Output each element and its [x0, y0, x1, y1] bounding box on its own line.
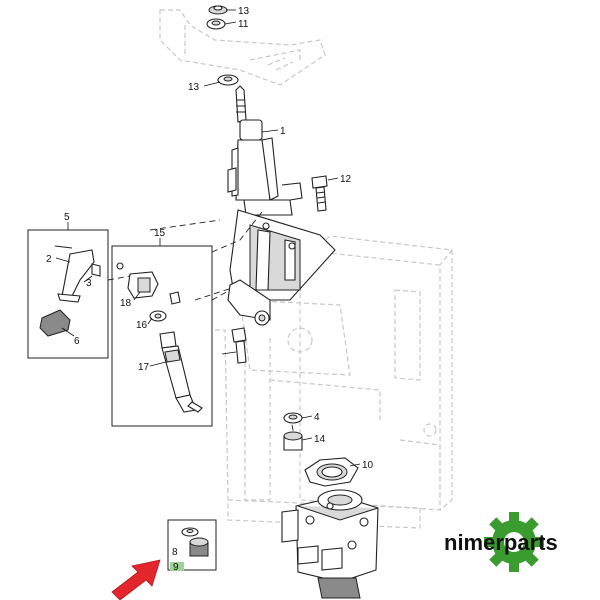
part-13-top-nut	[208, 5, 228, 15]
part-13-lower-nut	[217, 74, 239, 86]
callout-18: 18	[120, 298, 132, 309]
callout-3: 3	[86, 278, 92, 289]
subassembly-box-5	[27, 229, 109, 359]
callout-labels: 13 11 13 1 12 5 2 3 6 15 18 16 17 4 14 1…	[46, 6, 374, 573]
callout-17: 17	[138, 362, 150, 373]
callout-13-top: 13	[238, 6, 250, 17]
subassembly-box-15	[111, 245, 213, 427]
leader-lines	[55, 9, 361, 467]
gear-icon	[484, 512, 544, 572]
callout-11: 11	[238, 19, 249, 30]
callout-10: 10	[362, 460, 374, 471]
nimerparts-logo: nimerparts	[444, 512, 558, 572]
kit-box-8-9	[167, 519, 217, 571]
top-bracket-ghost	[159, 9, 326, 86]
steering-column	[227, 85, 336, 326]
callout-15: 15	[154, 228, 166, 239]
part-4-nut	[283, 412, 303, 424]
part-10-gasket	[304, 457, 359, 487]
steering-valve-unit	[281, 489, 379, 599]
red-pointer-arrow	[111, 559, 161, 600]
callout-6: 6	[74, 336, 80, 347]
callout-4: 4	[314, 412, 320, 423]
callout-12: 12	[340, 174, 352, 185]
part-12-bolt	[311, 175, 328, 212]
callout-13-lower: 13	[188, 82, 200, 93]
callout-2: 2	[46, 254, 52, 265]
callout-9: 9	[173, 562, 179, 573]
part-14-bushing	[283, 431, 303, 451]
callout-5: 5	[64, 212, 70, 223]
callout-1: 1	[280, 126, 286, 137]
highlight-part-9	[170, 562, 184, 571]
part-7-bolt	[231, 327, 247, 364]
part-11-bushing	[206, 18, 226, 30]
callout-8: 8	[172, 547, 178, 558]
logo-wordmark: nimerparts	[444, 530, 558, 555]
callout-14: 14	[314, 434, 326, 445]
callout-16: 16	[136, 320, 148, 331]
